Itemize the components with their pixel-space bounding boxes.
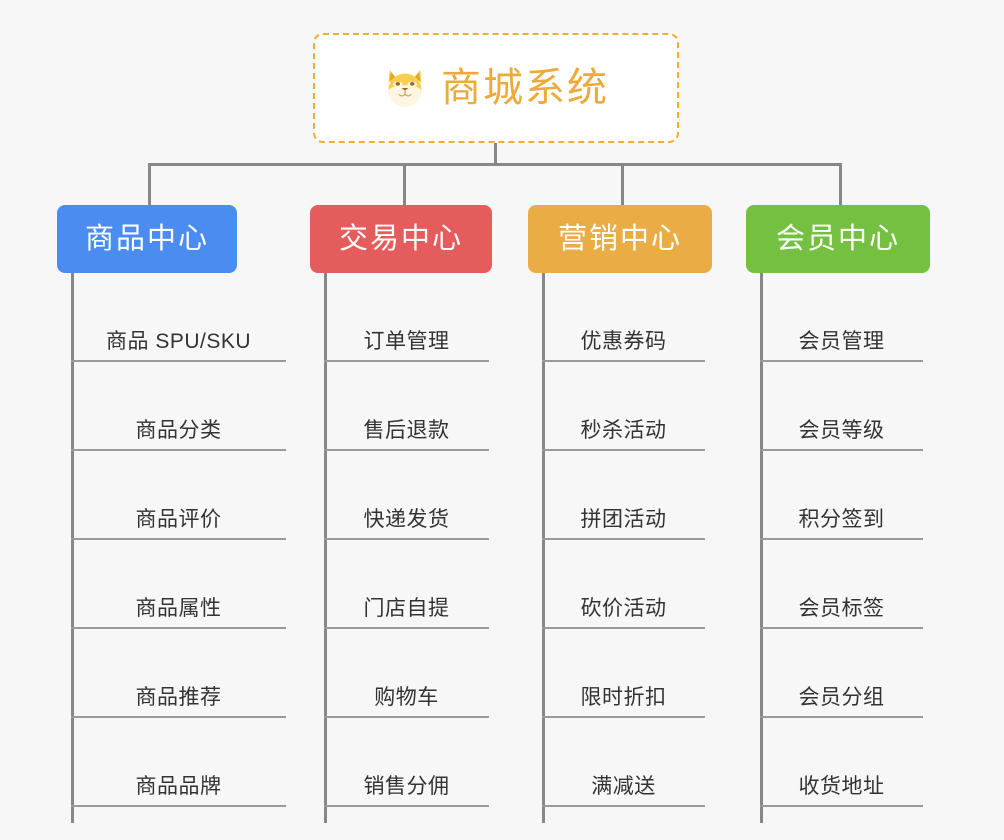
leaf-item[interactable]: 秒杀活动 — [542, 362, 705, 451]
leaf-item[interactable]: 会员管理 — [760, 273, 923, 362]
leaf-item[interactable]: 拼团活动 — [542, 451, 705, 540]
connector-root-stem — [494, 143, 497, 165]
leaf-item[interactable]: 满减送 — [542, 718, 705, 807]
shiba-dog-icon — [388, 70, 422, 107]
connector-drop-member-center — [839, 163, 842, 205]
leaf-item-label: 限时折扣 — [580, 685, 667, 709]
leaf-item-label: 会员分组 — [798, 685, 885, 709]
leaf-item[interactable]: 会员标签 — [760, 540, 923, 629]
leaf-trunk-trade-center — [324, 273, 327, 823]
root-title: 商城系统 — [441, 66, 609, 110]
category-box-marketing-center[interactable]: 营销中心 — [528, 205, 712, 273]
leaf-item-label: 购物车 — [374, 685, 439, 709]
leaf-item-label: 售后退款 — [363, 418, 450, 442]
leaf-item-label: 商品品牌 — [135, 774, 222, 798]
leaf-item[interactable]: 商品品牌 — [71, 718, 286, 807]
category-box-trade-center[interactable]: 交易中心 — [310, 205, 492, 273]
leaf-item[interactable]: 优惠券码 — [542, 273, 705, 362]
leaf-item-label: 积分签到 — [798, 507, 885, 531]
leaf-item-label: 商品评价 — [135, 507, 222, 531]
leaf-item[interactable]: 销售分佣 — [324, 718, 489, 807]
leaf-item[interactable]: 商品 SPU/SKU — [71, 273, 286, 362]
leaf-item-label: 快递发货 — [363, 507, 450, 531]
category-label-member-center: 会员中心 — [775, 222, 900, 255]
root-node-商城系统[interactable]: 商城系统 — [313, 33, 679, 143]
leaf-item-label: 拼团活动 — [580, 507, 667, 531]
category-box-member-center[interactable]: 会员中心 — [746, 205, 930, 273]
leaf-trunk-product-center — [71, 273, 74, 823]
connector-drop-product-center — [148, 163, 151, 205]
leaf-item[interactable]: 砍价活动 — [542, 540, 705, 629]
leaf-item-label: 商品分类 — [135, 418, 222, 442]
category-label-product-center: 商品中心 — [84, 222, 209, 255]
leaf-item-label: 销售分佣 — [363, 774, 450, 798]
leaf-item-label: 会员等级 — [798, 418, 885, 442]
category-box-product-center[interactable]: 商品中心 — [57, 205, 237, 273]
leaf-item[interactable]: 商品推荐 — [71, 629, 286, 718]
leaf-item-label: 砍价活动 — [580, 596, 667, 620]
leaf-item[interactable]: 会员分组 — [760, 629, 923, 718]
leaf-item[interactable]: 商品评价 — [71, 451, 286, 540]
connector-drop-marketing-center — [621, 163, 624, 205]
category-label-trade-center: 交易中心 — [338, 222, 463, 255]
leaf-item[interactable]: 收货地址 — [760, 718, 923, 807]
leaf-trunk-member-center — [760, 273, 763, 823]
leaf-item[interactable]: 门店自提 — [324, 540, 489, 629]
leaf-item[interactable]: 限时折扣 — [542, 629, 705, 718]
leaf-item[interactable]: 商品分类 — [71, 362, 286, 451]
leaf-item[interactable]: 订单管理 — [324, 273, 489, 362]
leaf-item-label: 满减送 — [591, 774, 656, 798]
leaf-item[interactable]: 积分签到 — [760, 451, 923, 540]
leaf-item-label: 会员管理 — [798, 329, 885, 353]
leaf-item[interactable]: 快递发货 — [324, 451, 489, 540]
leaf-item-label: 商品 SPU/SKU — [105, 329, 252, 353]
leaf-item-label: 门店自提 — [363, 596, 450, 620]
leaf-item[interactable]: 售后退款 — [324, 362, 489, 451]
leaf-item-label: 收货地址 — [798, 774, 885, 798]
category-label-marketing-center: 营销中心 — [557, 222, 682, 255]
leaf-item[interactable]: 商品属性 — [71, 540, 286, 629]
leaf-item-label: 会员标签 — [798, 596, 885, 620]
leaf-item-label: 商品推荐 — [135, 685, 222, 709]
leaf-item-label: 优惠券码 — [580, 329, 667, 353]
connector-horizontal-bus — [148, 163, 842, 166]
leaf-item-label: 秒杀活动 — [580, 418, 667, 442]
leaf-trunk-marketing-center — [542, 273, 545, 823]
leaf-item[interactable]: 购物车 — [324, 629, 489, 718]
leaf-item[interactable]: 会员等级 — [760, 362, 923, 451]
leaf-item-label: 订单管理 — [363, 329, 450, 353]
connector-drop-trade-center — [403, 163, 406, 205]
leaf-item-label: 商品属性 — [135, 596, 222, 620]
